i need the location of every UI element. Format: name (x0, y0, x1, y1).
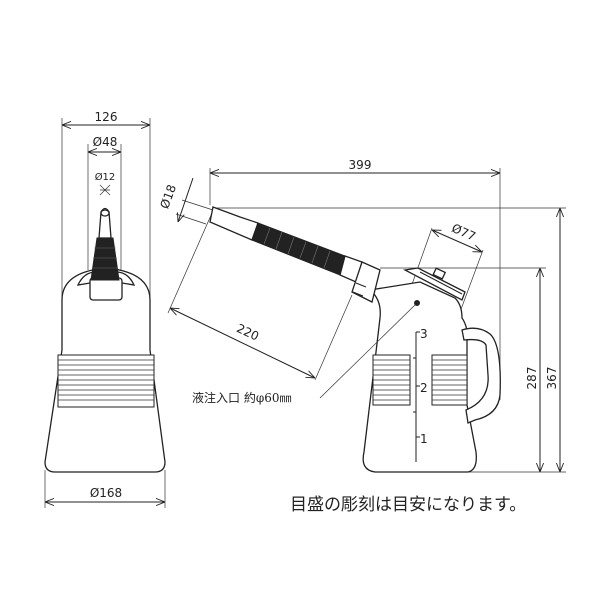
base-diameter-label: Ø168 (90, 486, 122, 500)
lid-diameter-label: Ø77 (449, 221, 477, 244)
flexible-spout-side (209, 206, 381, 303)
width-label: 126 (95, 110, 118, 124)
side-view: 399 367 287 Ø18 220 Ø77 (157, 158, 566, 473)
handle (461, 327, 501, 424)
cap-diameter-label: Ø48 (93, 135, 118, 149)
flexible-spout-front (90, 237, 120, 281)
inlet-marker (414, 300, 420, 306)
front-view: 126 Ø48 Ø12 Ø168 (44, 110, 166, 508)
cap-front (89, 277, 123, 301)
ribs-front (57, 354, 155, 408)
ribs-side (372, 354, 468, 406)
spout-tip-diameter-label: Ø18 (157, 183, 179, 211)
inlet-note: 液注入口 約φ60㎜ (192, 390, 292, 405)
scale-mark-1: 1 (420, 432, 428, 446)
volume-scale: 3 2 1 (413, 327, 428, 462)
total-height-label: 367 (545, 367, 559, 390)
caption: 目盛の彫刻は目安になります。 (290, 495, 526, 515)
lid (402, 267, 466, 301)
spout-length-label: 220 (234, 321, 261, 343)
tip-diameter-label: Ø12 (95, 171, 116, 183)
body-height-label: 287 (525, 367, 539, 390)
spout-nut (351, 261, 381, 303)
length-label: 399 (349, 158, 372, 172)
scale-mark-2: 2 (420, 381, 428, 395)
scale-mark-3: 3 (420, 327, 428, 341)
container-body-side (362, 281, 477, 473)
